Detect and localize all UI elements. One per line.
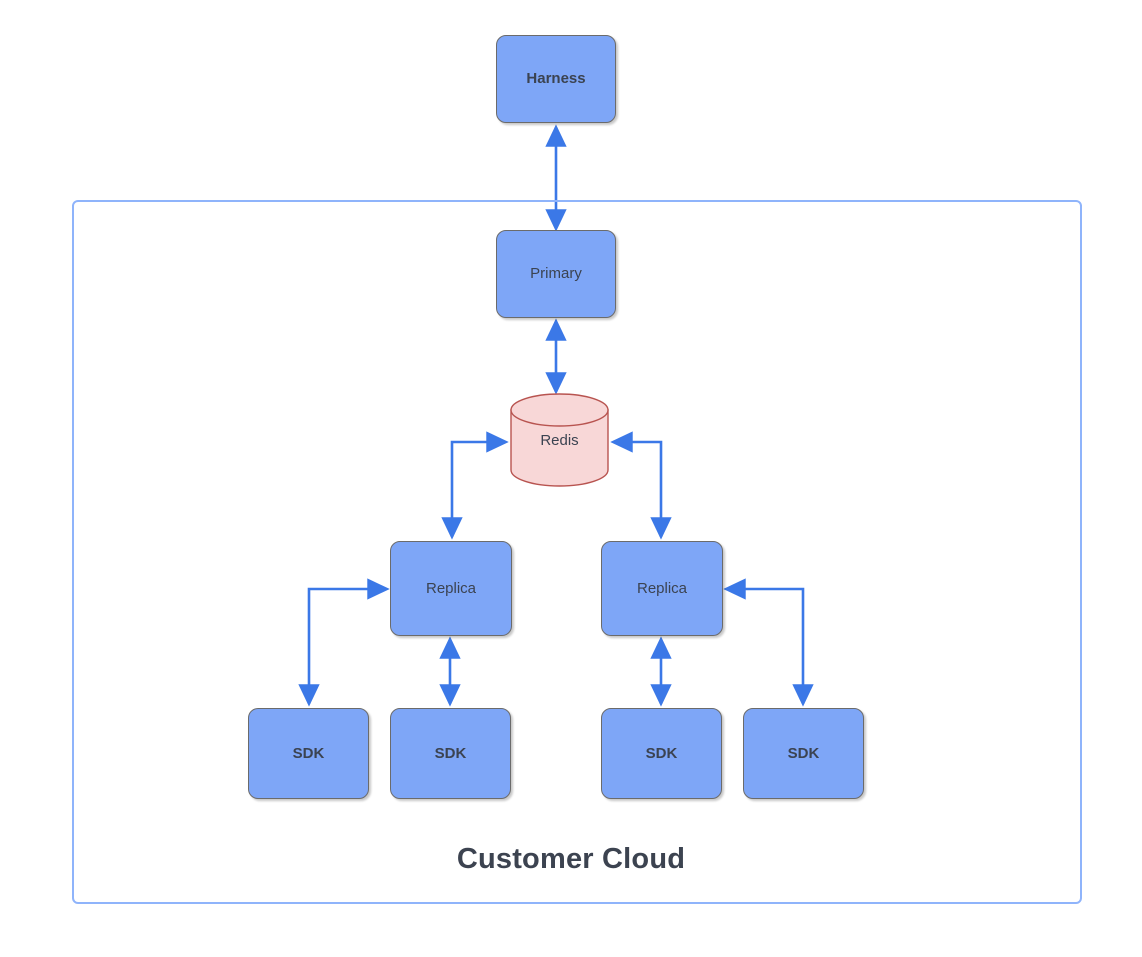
node-sdk-1[interactable]: SDK [248,708,369,799]
group-title-text: Customer Cloud [456,843,686,875]
edge-replica-right-sdk-4 [723,578,814,707]
node-sdk-4[interactable]: SDK [743,708,864,799]
edge-replica-left-sdk-1 [298,578,390,707]
node-sdk-3-label: SDK [645,744,678,762]
node-sdk-2-label: SDK [434,744,467,762]
group-customer-cloud-title: Customer Cloud [0,843,1142,876]
node-primary-label: Primary [530,265,582,282]
node-redis[interactable]: Redis [511,400,608,480]
node-replica-left-label: Replica [425,579,477,597]
node-sdk-3[interactable]: SDK [601,708,722,799]
node-harness-label: Harness [526,70,586,87]
node-sdk-4-label: SDK [787,744,820,762]
node-replica-right[interactable]: Replica [601,541,723,636]
node-primary[interactable]: Primary [496,230,616,318]
node-harness[interactable]: Harness [496,35,616,123]
redis-cylinder-shape [510,393,609,487]
node-replica-right-label: Replica [636,579,688,597]
edge-redis-replica-left [441,431,509,540]
node-redis-label: Redis [540,431,579,449]
node-replica-left[interactable]: Replica [390,541,512,636]
node-sdk-2[interactable]: SDK [390,708,511,799]
group-customer-cloud [72,200,1082,904]
edge-redis-replica-right [610,431,672,540]
node-sdk-1-label: SDK [292,744,325,762]
